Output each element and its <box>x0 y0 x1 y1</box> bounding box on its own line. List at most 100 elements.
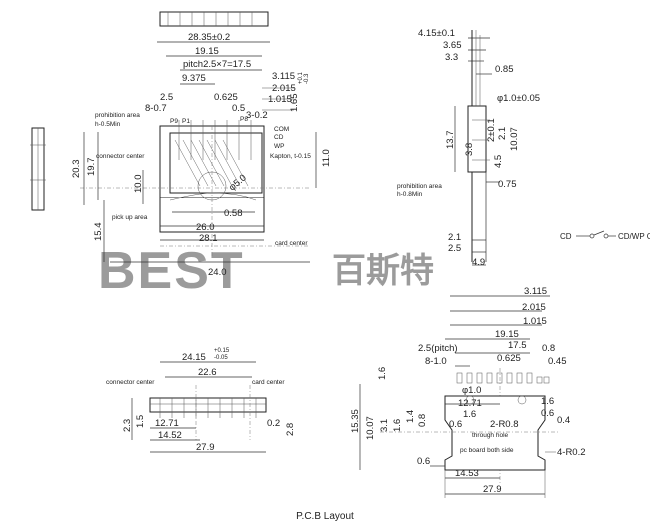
top-19-15-dim: 19.15 <box>195 46 219 57</box>
top-0-625-dim: 0.625 <box>214 92 238 103</box>
pcb-0-625-dim: 0.625 <box>497 353 521 364</box>
side-1-0-dim: φ1.0±0.05 <box>497 93 540 104</box>
top-1-015-dim: 1.015 <box>268 94 292 105</box>
pcb-0-4-dim: 0.4 <box>557 415 570 426</box>
pcb-10-07-dim: 10.07 <box>365 416 376 440</box>
front-tol-minus: -0.05 <box>214 355 228 361</box>
front-24-15-dim: 24.15 <box>182 352 206 363</box>
cd-label: CD <box>274 134 284 141</box>
side-2-1b-dim: 2.1 <box>448 232 461 243</box>
front-2-3-dim: 2.3 <box>122 419 133 432</box>
side-3-3-dim: 3.3 <box>445 52 458 63</box>
pcb-0-8b-dim: 0.8 <box>417 414 428 427</box>
top-8-07-dim: 8-0.7 <box>145 103 167 114</box>
top-pitch-dim: pitch2.5×7=17.5 <box>183 59 251 70</box>
top-0-58-dim: 0.58 <box>224 208 243 219</box>
side-prohibition-h-label: h-0.8Min <box>397 191 423 198</box>
front-card-center-label: card center <box>252 379 285 386</box>
top-24-0-dim: 24.0 <box>208 267 227 278</box>
side-2-1-dim: 2.1 <box>497 127 508 140</box>
top-26-0-dim: 26.0 <box>196 222 215 233</box>
wp-label: WP <box>274 143 284 150</box>
pcb-through-hole-label: through hole <box>472 432 509 439</box>
top-11-0-dim: 11.0 <box>321 149 332 167</box>
pcb-layout: 3.115 2.015 1.015 19.15 2.5(pitch) 17.5 … <box>350 286 586 498</box>
side-13-7-dim: 13.7 <box>445 131 456 150</box>
pcb-17-5-dim: 17.5 <box>508 340 527 351</box>
pcb-1-6a-dim: 1.6 <box>377 367 388 380</box>
top-tol-plus: +0.1 <box>298 71 304 84</box>
switch-right-label: CD/WP C <box>618 232 650 241</box>
front-connector-center-label: connector center <box>106 379 155 386</box>
pcb-1-015-dim: 1.015 <box>523 316 547 327</box>
front-12-71-dim: 12.71 <box>155 418 179 429</box>
switch-left-label: CD <box>560 232 572 241</box>
top-view-pin-strip <box>159 11 269 27</box>
kapton-label: Kapton, t-0.15 <box>270 153 311 160</box>
front-0-2-dim: 0.2 <box>267 418 280 429</box>
pcb-layout-caption: P.C.B Layout <box>296 511 354 522</box>
side-view: 4.15±0.1 3.65 3.3 0.85 φ1.0±0.05 13.7 3.… <box>397 28 540 268</box>
card-center-label: card center <box>275 240 308 247</box>
pcb-27-9-dim: 27.9 <box>483 484 502 495</box>
side-4-9-dim: 4.9 <box>472 257 485 268</box>
pcb-1-6d-dim: 1.6 <box>541 396 554 407</box>
connector-center-label: connector center <box>96 153 145 160</box>
front-27-9-dim: 27.9 <box>196 442 215 453</box>
watermark-chinese: 百斯特 <box>332 252 434 290</box>
pcb-0-6b-dim: 0.6 <box>541 408 554 419</box>
front-22-6-dim: 22.6 <box>198 367 217 378</box>
pcb-14-53-dim: 14.53 <box>455 468 479 479</box>
top-9-375-dim: 9.375 <box>182 73 206 84</box>
pcb-1-6b-dim: 1.6 <box>463 409 476 420</box>
top-3-02-dim: 3-0.2 <box>246 110 268 121</box>
front-view: 24.15 +0.15 -0.05 22.6 connector center … <box>106 348 296 453</box>
pcb-0-6c-dim: 0.6 <box>417 456 430 467</box>
pcb-1-4-dim: 1.4 <box>405 410 416 423</box>
pcb-0-8-dim: 0.8 <box>542 343 555 354</box>
top-15-4-dim: 15.4 <box>93 223 104 242</box>
com-label: COM <box>274 126 289 133</box>
side-0-75-dim: 0.75 <box>498 179 517 190</box>
pin-p8-label: P8 <box>240 116 248 123</box>
pcb-2-015-dim: 2.015 <box>522 302 546 313</box>
side-0-85-dim: 0.85 <box>495 64 514 75</box>
top-20-3-dim: 20.3 <box>71 160 82 179</box>
pcb-2-5pitch-dim: 2.5(pitch) <box>418 343 458 354</box>
top-28-1-dim: 28.1 <box>199 233 218 244</box>
side-10-07-dim: 10.07 <box>509 127 520 151</box>
pin-p1-label: P1 <box>182 118 190 125</box>
top-10-0-dim: 10.0 <box>133 175 144 194</box>
pick-up-area-label: pick up area <box>112 214 148 221</box>
top-width-dim: 28.35±0.2 <box>188 32 230 43</box>
pcb-3-1-dim: 3.1 <box>379 419 390 432</box>
front-2-8-dim: 2.8 <box>285 423 296 436</box>
pcb-0-45-dim: 0.45 <box>548 356 567 367</box>
pcb-board-both-side-label: pc board both side <box>460 447 514 454</box>
pcb-4-r02-label: 4-R0.2 <box>557 447 586 458</box>
side-2-5-dim: 2.5 <box>448 243 461 254</box>
side-prohibition-label: prohibition area <box>397 183 442 190</box>
watermark-latin: BEST <box>98 242 245 300</box>
top-19-7-dim: 19.7 <box>86 158 97 177</box>
pcb-19-15-dim: 19.15 <box>495 329 519 340</box>
front-14-52-dim: 14.52 <box>158 430 182 441</box>
pcb-3-115-dim: 3.115 <box>524 286 547 297</box>
pcb-1-6c-dim: 1.6 <box>392 419 403 432</box>
pcb-1-0-dim: φ1.0 <box>462 385 481 396</box>
side-2-0-dim: 2±0.1 <box>486 118 497 142</box>
top-view: 28.35±0.2 19.15 pitch2.5×7=17.5 9.375 3.… <box>30 32 332 278</box>
pcb-12-71-dim: 12.71 <box>458 398 482 409</box>
pcb-15-35-dim: 15.35 <box>350 409 361 433</box>
top-1-65-dim: 1.65 <box>289 94 300 113</box>
top-tol-minus: -0.3 <box>304 73 310 84</box>
pcb-8-10-dim: 8-1.0 <box>425 356 447 367</box>
top-prohibition-label: prohibition area <box>95 112 140 119</box>
top-prohibition-h-label: h-0.5Min <box>95 121 121 128</box>
front-tol-plus: +0.15 <box>214 348 230 354</box>
pcb-0-6a-dim: 0.6 <box>449 419 462 430</box>
front-1-5-dim: 1.5 <box>135 415 146 428</box>
top-2-015-dim: 2.015 <box>272 83 296 94</box>
top-0-5-dim: 0.5 <box>232 103 245 114</box>
